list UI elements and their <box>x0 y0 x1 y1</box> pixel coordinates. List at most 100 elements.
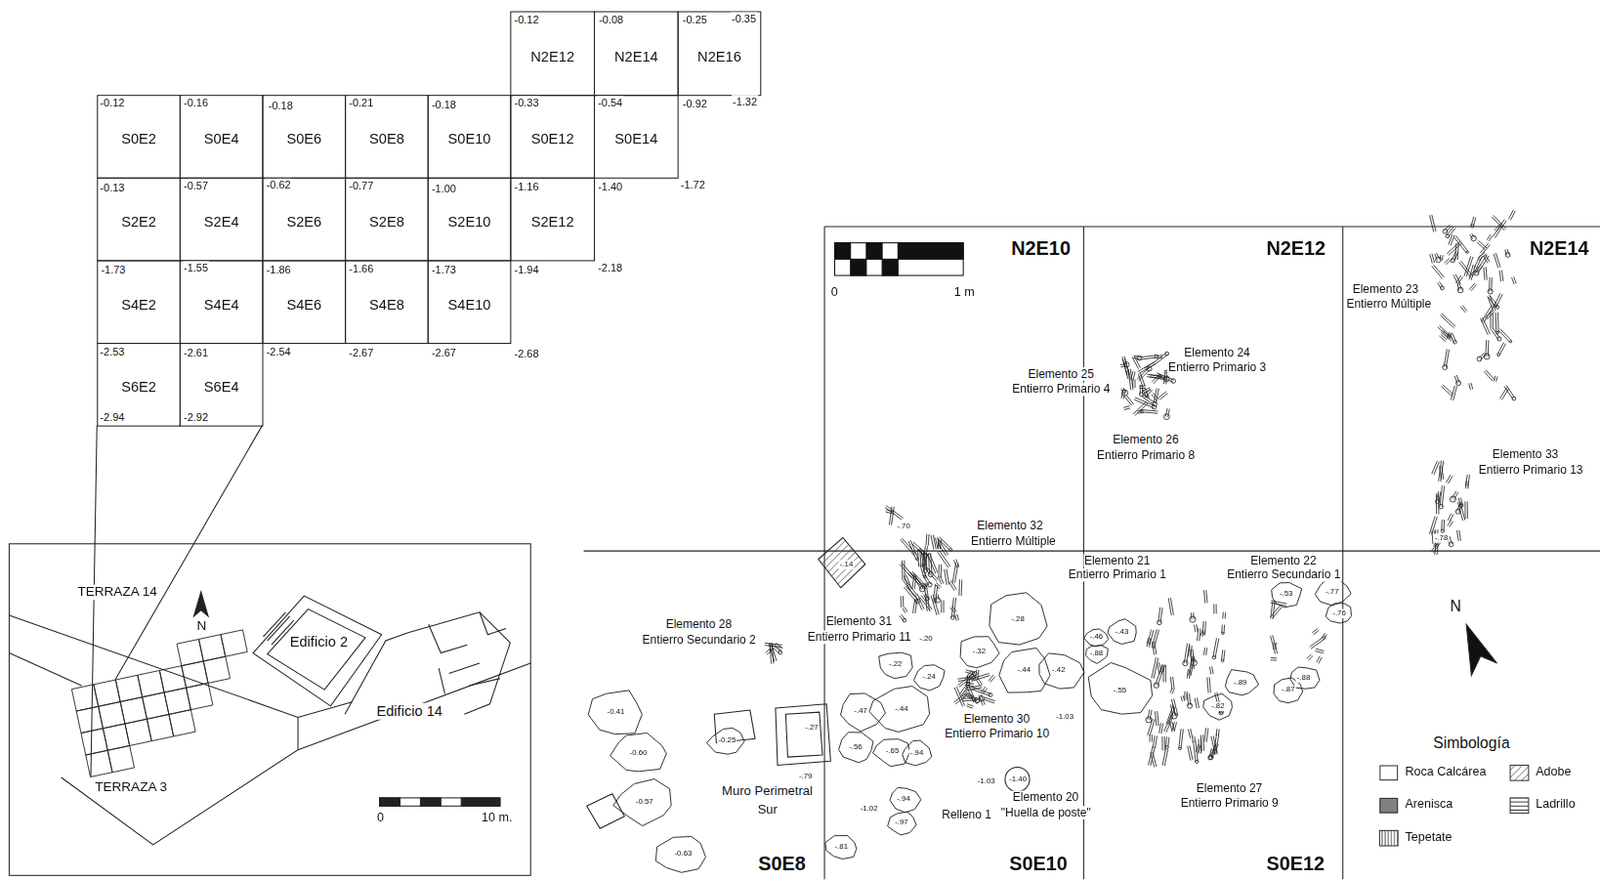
bone-stroke <box>1135 397 1155 407</box>
bone-stroke <box>980 694 985 706</box>
bone-stroke <box>922 583 924 590</box>
bone-stroke <box>1139 387 1146 389</box>
elevation-number: -.78 <box>1433 533 1450 543</box>
bone-joint <box>1154 354 1159 359</box>
bone-joint <box>1182 660 1188 666</box>
bone-stroke <box>978 695 983 707</box>
bone-stroke <box>1163 665 1166 674</box>
elevation-number: -.28 <box>1010 615 1026 625</box>
bone-stroke <box>1173 704 1176 716</box>
bone-stroke <box>940 599 942 613</box>
bone-joint <box>1138 392 1143 397</box>
stone-outline <box>839 732 874 763</box>
bone-stroke <box>1270 601 1273 619</box>
feature-label: Elemento 25 <box>1026 367 1095 381</box>
bone-stroke <box>901 538 916 554</box>
bone-stroke <box>1146 630 1151 648</box>
bone-joint <box>1122 389 1129 396</box>
bone-joint <box>1440 286 1445 291</box>
bone-stroke <box>1314 650 1323 653</box>
bone-stroke <box>1161 736 1163 751</box>
bone-stroke <box>900 595 903 608</box>
bone-stroke <box>1174 721 1177 731</box>
square-label: N2E14 <box>614 48 659 65</box>
feature-label: Elemento 33 <box>1491 448 1560 463</box>
elevation-number: -.43 <box>1114 627 1131 636</box>
bone-stroke <box>1483 255 1488 264</box>
bone-stroke <box>1496 376 1498 381</box>
bone-stroke <box>1462 304 1468 311</box>
bone-stroke <box>1322 633 1327 640</box>
bone-stroke <box>1144 387 1149 397</box>
bone-stroke <box>1135 379 1137 388</box>
bone-stroke <box>902 608 906 614</box>
legend-swatch <box>1379 764 1398 781</box>
bone-stroke <box>1492 312 1494 330</box>
square-label: S4E10 <box>448 296 492 313</box>
bone-joint <box>1445 234 1450 239</box>
bone-joint <box>1438 504 1444 509</box>
bone-stroke <box>1154 711 1157 726</box>
bone-stroke <box>1193 741 1197 762</box>
bone-stroke <box>1194 736 1196 743</box>
bone-stroke <box>1152 354 1168 367</box>
bone-stroke <box>928 552 937 573</box>
bone-stroke <box>1464 501 1466 519</box>
bone-joint <box>1145 716 1152 723</box>
bone-stroke <box>1151 352 1167 365</box>
feature-label: Elemento 22 <box>1249 553 1318 568</box>
bone-joint <box>915 598 921 604</box>
bone-stroke <box>1209 667 1211 675</box>
bone-stroke <box>1137 361 1155 372</box>
bone-stroke <box>884 506 902 520</box>
bone-joint <box>1165 746 1169 750</box>
elevation-label: -0.33 <box>512 95 540 109</box>
bone-stroke <box>1441 313 1456 327</box>
unit-label: S0E12 <box>1264 852 1326 876</box>
bone-stroke <box>1485 370 1495 380</box>
bone-stroke <box>1436 544 1438 555</box>
bone-stroke <box>1431 214 1436 232</box>
bone-stroke <box>917 548 919 567</box>
bone-stroke <box>1165 665 1167 683</box>
bone-stroke <box>910 540 919 559</box>
bone-stroke <box>940 564 943 579</box>
bone-stroke <box>1152 735 1155 749</box>
square-label: S6E4 <box>204 379 240 396</box>
elevation-number: -.94 <box>909 749 926 758</box>
feature-label: Muro Perimetral <box>720 783 814 799</box>
bone-stroke <box>1430 253 1433 263</box>
feature-label: Elemento 20 <box>1011 791 1081 805</box>
map-label: TERRAZA 14 <box>76 585 159 601</box>
square-label: S2E2 <box>121 214 157 231</box>
bone-stroke <box>927 598 930 611</box>
elevation-label: -1.73 <box>99 263 127 277</box>
stone-outline <box>610 732 668 771</box>
elevation-number: -.47 <box>852 707 869 716</box>
stone-outline <box>707 727 746 755</box>
stone-outline <box>879 652 913 679</box>
bone-stroke <box>1150 746 1156 766</box>
bone-stroke <box>1466 256 1474 277</box>
bone-stroke <box>1471 382 1474 390</box>
stone-outline <box>1084 629 1109 647</box>
bone-stroke <box>1495 252 1501 268</box>
bone-stroke <box>1122 356 1128 374</box>
bone-stroke <box>1186 643 1190 664</box>
bone-stroke <box>1431 266 1443 280</box>
bone-stroke <box>768 643 775 662</box>
bone-stroke <box>1440 334 1447 339</box>
bone-stroke <box>1194 698 1197 709</box>
bone-stroke <box>1159 722 1162 734</box>
bone-joint <box>1171 378 1177 384</box>
bone-stroke <box>1187 729 1190 739</box>
feature-label: Entierro Primario 8 <box>1095 449 1196 464</box>
bone-stroke <box>1500 329 1513 341</box>
bone-stroke <box>1315 648 1324 651</box>
map-label: 10 m. <box>480 810 513 825</box>
elevation-number: -.94 <box>895 795 912 804</box>
bone-stroke <box>1153 630 1159 649</box>
bone-stroke <box>926 599 928 612</box>
stone-outline <box>873 739 911 767</box>
feature-label: Entierro Múltiple <box>969 534 1057 548</box>
